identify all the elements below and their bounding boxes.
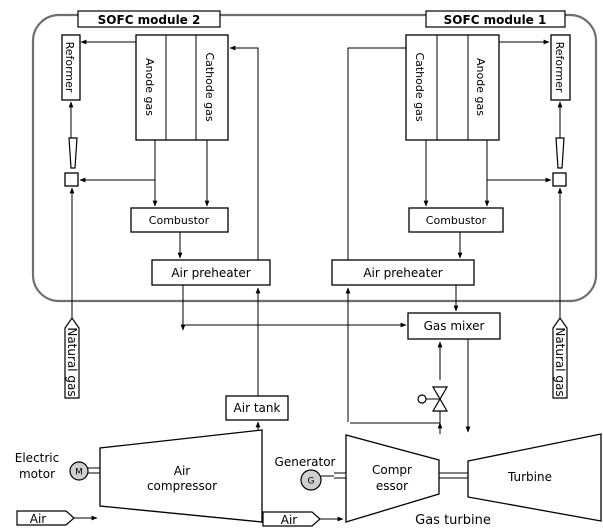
air-preheater-left: Air preheater <box>151 259 271 286</box>
svg-text:G: G <box>308 477 315 487</box>
combustor-right: Combustor <box>408 207 504 233</box>
sofc-enclosure <box>31 13 598 303</box>
electric-motor-label-2: motor <box>19 467 55 481</box>
ejector-nozzle-left <box>68 137 78 169</box>
combustor-left: Combustor <box>130 207 229 233</box>
svg-text:Reformer: Reformer <box>63 42 76 93</box>
svg-text:Air: Air <box>281 513 298 527</box>
air-tank: Air tank <box>225 395 289 421</box>
svg-text:Natural gas: Natural gas <box>65 327 79 396</box>
mixer-box-right <box>552 172 567 187</box>
gas-mixer: Gas mixer <box>407 312 501 340</box>
svg-text:Air: Air <box>30 512 47 526</box>
compressor: Compr essor <box>345 434 440 523</box>
svg-text:Combustor: Combustor <box>426 214 487 227</box>
cathode-gas-label-left: Cathode gas <box>203 52 216 121</box>
svg-text:Air: Air <box>174 464 191 478</box>
air-preheater-right: Air preheater <box>331 259 475 286</box>
svg-text:Air preheater: Air preheater <box>363 266 442 280</box>
generator: G <box>300 469 322 491</box>
svg-text:Compr: Compr <box>372 463 412 477</box>
anode-gas-label-left: Anode gas <box>143 58 156 116</box>
natural-gas-input-left: Natural gas <box>64 316 80 399</box>
fuel-cell-stack-right: Cathode gas Anode gas <box>405 34 500 141</box>
svg-text:Air tank: Air tank <box>234 401 281 415</box>
svg-text:Turbine: Turbine <box>507 470 552 484</box>
svg-text:Air preheater: Air preheater <box>171 266 250 280</box>
electric-motor: M <box>69 461 89 481</box>
natural-gas-input-right: Natural gas <box>552 316 568 399</box>
air-compressor: Air compressor <box>99 429 263 523</box>
fuel-cell-stack-left: Anode gas Cathode gas <box>135 34 229 141</box>
svg-text:Combustor: Combustor <box>149 214 210 227</box>
ejector-nozzle-right <box>555 137 565 169</box>
module-1-title: SOFC module 1 <box>425 10 566 28</box>
air-input-right: Air <box>262 511 321 527</box>
svg-text:Reformer: Reformer <box>553 42 566 93</box>
gas-turbine-label: Gas turbine <box>415 513 491 528</box>
svg-text:SOFC module 1: SOFC module 1 <box>444 13 547 27</box>
anode-gas-label-right: Anode gas <box>474 58 487 116</box>
reformer-left: Reformer <box>61 34 81 101</box>
svg-text:essor: essor <box>376 479 408 493</box>
svg-text:compressor: compressor <box>147 479 217 493</box>
svg-text:Natural gas: Natural gas <box>553 327 567 396</box>
svg-text:M: M <box>75 468 83 478</box>
mixer-box-left <box>64 172 79 187</box>
svg-text:Gas mixer: Gas mixer <box>424 319 485 333</box>
svg-text:SOFC module 2: SOFC module 2 <box>98 13 201 27</box>
control-valve <box>417 386 449 412</box>
air-input-left: Air <box>16 510 75 526</box>
module-2-title: SOFC module 2 <box>77 10 221 28</box>
generator-label: Generator <box>275 455 336 469</box>
electric-motor-label-1: Electric <box>15 451 59 465</box>
reformer-right: Reformer <box>550 34 571 101</box>
cathode-gas-label-right: Cathode gas <box>413 52 426 121</box>
turbine: Turbine <box>467 433 602 522</box>
